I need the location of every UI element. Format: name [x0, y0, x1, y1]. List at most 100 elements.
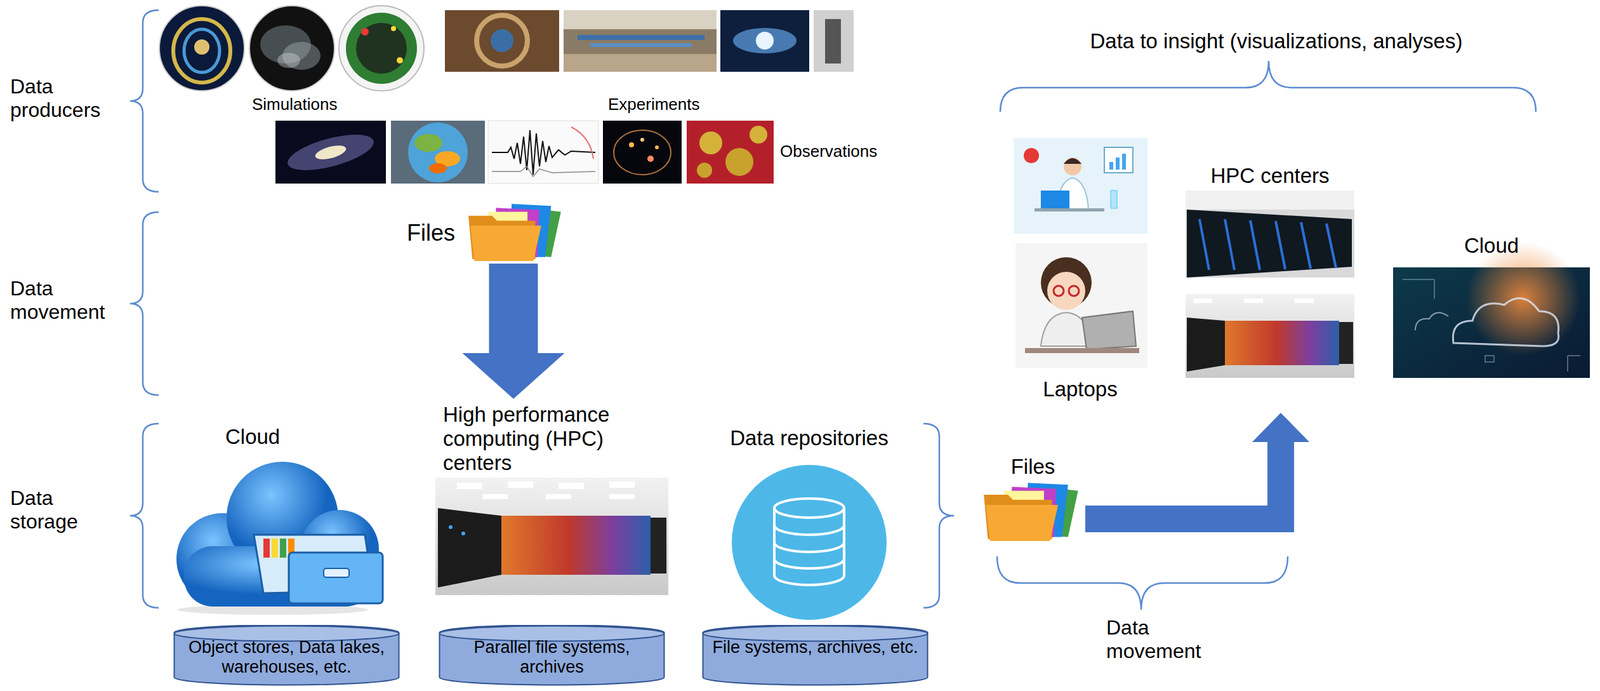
arrow-head [462, 352, 565, 399]
label-slot: Data movement [10, 276, 125, 324]
node-text: Object stores, Data lakes, warehouses, e… [179, 637, 394, 677]
laptop-user-picture [1068, 285, 1079, 296]
brace [130, 211, 159, 395]
supercomputer-photo [1185, 190, 1355, 278]
observation-image [647, 155, 654, 162]
supercomputer-photo [609, 481, 635, 488]
experiment-image [813, 10, 854, 72]
supercomputer-photo [1199, 218, 1210, 270]
folder-icon [468, 203, 562, 261]
label-slot: Observations [780, 142, 907, 162]
observation-image [686, 120, 774, 184]
node-box: Data to insight (visualizations, analyse… [1000, 25, 1597, 413]
experiment-image [444, 10, 560, 72]
label-text: Simulations [251, 95, 379, 115]
node-text: HPC centers [1181, 163, 1359, 188]
supercomputer-photo [461, 531, 466, 536]
supercomputer-photo [1224, 320, 1340, 365]
laptop-user-picture [1015, 243, 1148, 368]
experiment-image [577, 34, 705, 40]
observation-image [390, 120, 485, 184]
node-box: Laptops [1011, 136, 1149, 407]
cloud-picture [1452, 298, 1559, 346]
experiment-image [755, 31, 774, 50]
node-box: Files [406, 201, 567, 264]
simulation-image [361, 27, 369, 36]
experiment-image [563, 10, 717, 30]
supercomputer-photo [1185, 190, 1355, 210]
supercomputer-photo [1186, 317, 1225, 372]
supercomputer-photo [1243, 298, 1263, 303]
node-text: Laptops [1011, 376, 1149, 402]
supercomputer-photo [456, 482, 483, 489]
supercomputer-photo [1186, 209, 1352, 278]
label-text: Data movement [1106, 615, 1227, 663]
cylinder-body [703, 624, 928, 685]
simulation-image [396, 57, 404, 64]
cloud-picture [1567, 354, 1581, 357]
observation-image [640, 137, 645, 142]
experiment-image [590, 43, 692, 47]
brace [1000, 60, 1536, 112]
node-text: Files [980, 454, 1086, 479]
supercomputer-photo [558, 482, 584, 489]
simulation-image [173, 19, 231, 83]
storage-cylinder: Parallel file systems, archives [438, 624, 666, 686]
scientist-picture [1110, 190, 1118, 209]
observation-image [696, 162, 713, 178]
cloud-storage-icon [263, 538, 270, 558]
simulation-image [194, 39, 210, 55]
experiment-image [563, 10, 717, 72]
node-text: Cloud [225, 424, 381, 449]
storage-cylinder: Object stores, Data lakes, warehouses, e… [173, 624, 400, 686]
arrow-head [1252, 412, 1310, 442]
node-box: High performance computing (HPC) centers [435, 398, 669, 595]
simulation-image [277, 52, 301, 68]
label-slot: Simulations [251, 95, 379, 115]
cloud-picture [1393, 241, 1590, 378]
cloud-storage-icon [323, 568, 350, 577]
simulation-image [159, 5, 424, 91]
scientist-picture [1063, 157, 1082, 176]
cloud-picture [1433, 279, 1435, 299]
experiment-image [720, 10, 810, 72]
brace [923, 423, 954, 608]
experiment-image [476, 15, 528, 67]
laptop-user-picture [1015, 243, 1148, 368]
experiment-image [490, 29, 514, 53]
simulation-image [345, 12, 417, 84]
supercomputer-photo [1250, 220, 1260, 270]
brace [130, 10, 159, 192]
label-text: Data movement [10, 276, 125, 324]
storage-cylinder: File systems, archives, etc. [701, 624, 929, 686]
scientist-picture [1104, 147, 1133, 173]
database-icon [731, 464, 887, 620]
cloud-storage-icon [271, 538, 278, 558]
scientist-picture [1115, 157, 1120, 170]
label-text: Data storage [10, 486, 125, 534]
supercomputer-photo [435, 477, 669, 595]
observation-image [314, 142, 348, 162]
cloud-picture [1485, 355, 1495, 362]
supercomputer-photo [609, 493, 635, 499]
simulation-image [356, 22, 407, 74]
node-box: Data repositories [717, 422, 902, 622]
database-icon [774, 558, 845, 569]
observation-image [699, 131, 723, 155]
laptop-user-picture [1053, 285, 1064, 296]
supercomputer-photo [1339, 321, 1354, 364]
scientist-picture [1034, 208, 1105, 212]
observation-image [571, 126, 594, 159]
observation-image [725, 147, 754, 176]
simulation-image [390, 26, 397, 32]
experiment-image [825, 19, 841, 64]
supercomputer-photo [435, 477, 669, 595]
observation-image [275, 120, 386, 184]
observation-image [602, 120, 682, 184]
brace [130, 423, 159, 608]
database-icon [774, 498, 845, 518]
cloud-picture [1566, 355, 1569, 372]
